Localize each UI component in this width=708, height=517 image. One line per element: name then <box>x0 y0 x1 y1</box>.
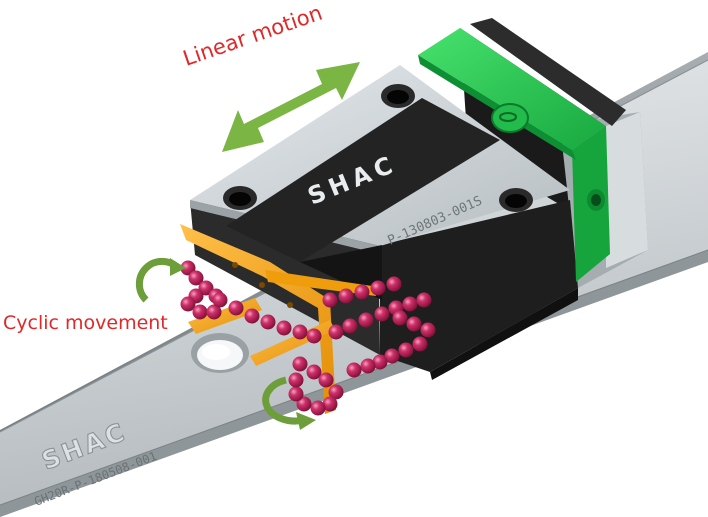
ball-bearing <box>372 354 388 370</box>
ball-bearing <box>212 292 228 308</box>
cyclic-movement-label: Cyclic movement <box>3 312 168 334</box>
ball-bearing <box>188 270 204 286</box>
ball-bearing <box>288 372 304 388</box>
ball-bearing <box>402 296 418 312</box>
ball-bearing <box>412 336 428 352</box>
block-screw-hole <box>381 84 415 108</box>
ball-bearing <box>338 288 354 304</box>
ball-bearing <box>288 386 304 402</box>
ball-bearing <box>180 296 196 312</box>
ball-bearing <box>384 348 400 364</box>
ball-bearing <box>406 316 422 332</box>
ball-bearing <box>322 292 338 308</box>
ball-bearing <box>228 300 244 316</box>
cyclic-arrow-lower <box>262 376 305 425</box>
ball-bearing <box>386 276 402 292</box>
ball-bearing <box>192 304 208 320</box>
ball-bearing <box>244 308 260 324</box>
ball-bearing <box>276 320 292 336</box>
block-screw-hole <box>499 188 533 212</box>
block-screw-hole <box>223 186 257 210</box>
ball-bearing <box>328 384 344 400</box>
ball-bearing <box>296 396 312 412</box>
linear-motion-arrow <box>222 62 360 152</box>
ball-bearing <box>206 304 222 320</box>
ball-bearing <box>398 342 414 358</box>
ball-bearing <box>198 280 214 296</box>
ball-bearing <box>292 356 308 372</box>
ball-bearing <box>346 362 362 378</box>
ball-bearing <box>260 314 276 330</box>
ball-bearing <box>318 372 334 388</box>
ball-bearing <box>358 312 374 328</box>
recirculating-balls <box>180 260 436 416</box>
ball-bearing <box>306 364 322 380</box>
ball-bearing <box>328 324 344 340</box>
ball-bearing <box>392 310 408 326</box>
ball-bearing <box>370 280 386 296</box>
ball-bearing <box>322 396 338 412</box>
ball-bearing <box>420 322 436 338</box>
ball-bearing <box>292 324 308 340</box>
ball-bearing <box>360 358 376 374</box>
ball-bearing <box>374 306 390 322</box>
rail-mount-hole <box>191 333 249 373</box>
ball-bearing <box>342 318 358 334</box>
ball-bearing <box>306 328 322 344</box>
ball-bearing <box>416 292 432 308</box>
ball-bearing <box>310 400 326 416</box>
ball-bearing <box>180 260 196 276</box>
ball-bearing <box>354 284 370 300</box>
